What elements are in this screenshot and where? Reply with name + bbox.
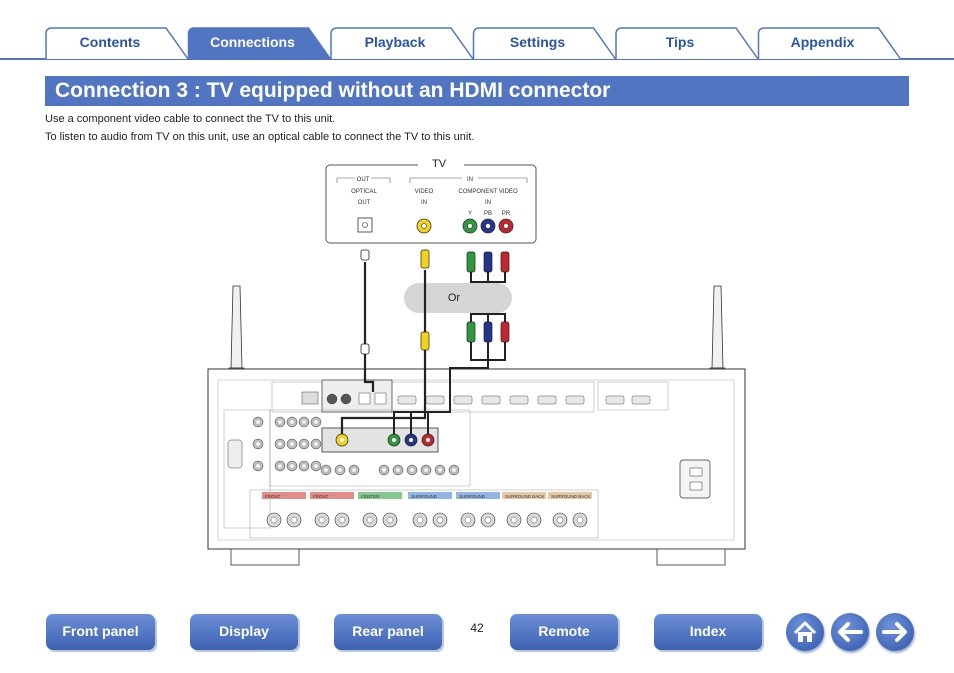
tab-shape-3 bbox=[472, 27, 617, 60]
speaker-label-bg bbox=[502, 492, 546, 499]
tab-shape-4 bbox=[615, 27, 759, 60]
hdmi-out-port bbox=[605, 395, 625, 405]
hdmi-port bbox=[397, 395, 417, 405]
speaker-label-bg bbox=[262, 492, 306, 499]
tab-shape-1 bbox=[187, 27, 332, 60]
ac-inlet bbox=[679, 459, 711, 499]
tv-out-label: OUT bbox=[357, 177, 370, 183]
connection-diagram: TV OUT IN OPTICAL OUT VIDEO IN COMPONENT… bbox=[207, 157, 746, 566]
component-in-label-2: IN bbox=[485, 200, 491, 206]
tv-panel: TV OUT IN OPTICAL OUT VIDEO IN COMPONENT… bbox=[325, 157, 537, 244]
tv-y-port bbox=[462, 218, 478, 234]
page-number: 42 bbox=[470, 621, 484, 635]
receiver-pr-port bbox=[421, 433, 435, 447]
component-in-label-1: COMPONENT VIDEO bbox=[458, 189, 518, 195]
speaker-label-bg bbox=[408, 492, 452, 499]
intro-text-line-2: To listen to audio from TV on this unit,… bbox=[45, 131, 475, 143]
home-icon bbox=[793, 621, 817, 642]
tab-appendix[interactable]: Appendix bbox=[790, 34, 855, 50]
tab-shapes bbox=[0, 27, 954, 60]
tab-playback[interactable]: Playback bbox=[364, 34, 426, 50]
index-button[interactable]: Index bbox=[654, 614, 762, 650]
speaker-label: FRONT bbox=[313, 494, 329, 499]
tab-contents[interactable]: Contents bbox=[79, 34, 141, 50]
hdmi-port bbox=[565, 395, 585, 405]
forward-button[interactable] bbox=[876, 613, 914, 651]
tab-connections[interactable]: Connections bbox=[210, 34, 295, 50]
video-cable bbox=[340, 249, 430, 434]
tab-shape-5 bbox=[757, 27, 902, 60]
tab-shape-2 bbox=[330, 27, 474, 60]
tv-video-port bbox=[416, 218, 432, 234]
hdmi-port bbox=[481, 395, 501, 405]
component-cable-lower bbox=[393, 313, 510, 434]
speaker-label-bg bbox=[358, 492, 402, 499]
tv-pr-port bbox=[498, 218, 514, 234]
display-button[interactable]: Display bbox=[190, 614, 298, 650]
receiver-video-port bbox=[335, 433, 349, 447]
tab-shape-0 bbox=[45, 27, 189, 60]
or-pill bbox=[404, 283, 512, 313]
speaker-label: SURROUND bbox=[411, 494, 438, 499]
hdmi-port bbox=[537, 395, 557, 405]
front-panel-button[interactable]: Front panel bbox=[46, 614, 155, 650]
speaker-label-bg bbox=[310, 492, 354, 499]
receiver-pb-port bbox=[404, 433, 418, 447]
remote-button[interactable]: Remote bbox=[510, 614, 618, 650]
arrow-right-icon bbox=[882, 622, 907, 642]
receiver-y-port bbox=[387, 433, 401, 447]
hdmi-out-port bbox=[631, 395, 651, 405]
page-title-bar: Connection 3 : TV equipped without an HD… bbox=[45, 76, 909, 106]
speaker-label: SURROUND bbox=[459, 494, 486, 499]
hdmi-port bbox=[509, 395, 529, 405]
intro-text-line-1: Use a component video cable to connect t… bbox=[45, 113, 336, 125]
pr-label: PR bbox=[502, 211, 511, 217]
arrow-left-icon bbox=[838, 622, 863, 642]
back-button[interactable] bbox=[831, 613, 869, 651]
tv-label: TV bbox=[432, 158, 447, 170]
video-in-label-2: IN bbox=[421, 200, 427, 206]
speaker-label: SURROUND BACK bbox=[551, 494, 591, 499]
tab-bar: Contents Connections Playback Settings Tips A… bbox=[0, 0, 954, 64]
y-label: Y bbox=[468, 211, 472, 217]
hdmi-port bbox=[453, 395, 473, 405]
rear-panel-button[interactable]: Rear panel bbox=[334, 614, 442, 650]
tv-optical-port bbox=[357, 217, 373, 233]
video-in-label-1: VIDEO bbox=[415, 189, 434, 195]
tv-pb-port bbox=[480, 218, 496, 234]
speaker-label-bg bbox=[548, 492, 592, 499]
tab-tips[interactable]: Tips bbox=[665, 34, 695, 50]
speaker-label-bg bbox=[456, 492, 500, 499]
optical-out-label-2: OUT bbox=[358, 200, 371, 206]
component-cable-upper bbox=[466, 251, 510, 283]
receiver-rear-panel: FRONT FRONT CENTER SURROUND SURROUND SURROUND… bbox=[207, 368, 746, 566]
or-label: Or bbox=[448, 292, 461, 304]
speaker-label: SURROUND BACK bbox=[505, 494, 545, 499]
pb-label: PB bbox=[484, 211, 492, 217]
tab-settings[interactable]: Settings bbox=[509, 34, 566, 50]
optical-out-label-1: OPTICAL bbox=[351, 189, 377, 195]
optical-cable bbox=[360, 249, 375, 392]
home-button[interactable] bbox=[786, 613, 824, 651]
tv-in-label: IN bbox=[467, 177, 473, 183]
speaker-label: FRONT bbox=[265, 494, 281, 499]
hdmi-port bbox=[425, 395, 445, 405]
speaker-label: CENTER bbox=[361, 494, 380, 499]
page-title: Connection 3 : TV equipped without an HD… bbox=[55, 79, 611, 102]
